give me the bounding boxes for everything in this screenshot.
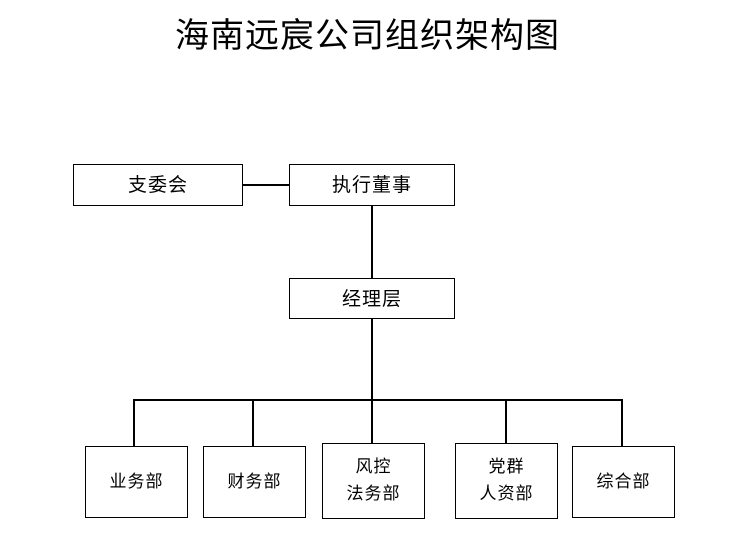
connector-drop-business: [133, 399, 135, 447]
connector-management-to-bus-bar: [371, 318, 373, 402]
node-department-risk-legal: 风控 法务部: [322, 443, 425, 519]
node-label: 执行董事: [331, 174, 412, 196]
node-department-party-hr: 党群 人资部: [455, 443, 558, 519]
node-label-line2: 人资部: [479, 484, 534, 504]
node-label-line1: 党群: [488, 457, 525, 477]
node-label: 经理层: [341, 287, 402, 310]
node-label-line1: 业务部: [109, 471, 164, 492]
node-executive-director: 执行董事: [289, 164, 455, 206]
node-label-line2: 法务部: [346, 484, 401, 504]
connector-drop-risk-legal: [371, 399, 373, 444]
node-department-general: 综合部: [572, 446, 675, 518]
connector-drop-general: [621, 399, 623, 447]
page-title: 海南远宸公司组织架构图: [175, 16, 560, 56]
connector-department-bus-bar: [133, 399, 623, 401]
node-department-finance: 财务部: [203, 446, 306, 518]
node-label-line1: 综合部: [596, 471, 651, 492]
node-label-line1: 财务部: [227, 471, 282, 492]
connector-drop-finance: [252, 399, 254, 447]
connector-drop-party-hr: [505, 399, 507, 444]
node-party-committee: 支委会: [73, 164, 243, 206]
connector-director-to-management: [371, 205, 373, 279]
node-label-line1: 风控: [355, 457, 392, 477]
node-department-business: 业务部: [85, 446, 188, 518]
node-label: 支委会: [127, 174, 188, 196]
connector-party-to-director: [243, 184, 290, 186]
node-management: 经理层: [289, 278, 455, 319]
